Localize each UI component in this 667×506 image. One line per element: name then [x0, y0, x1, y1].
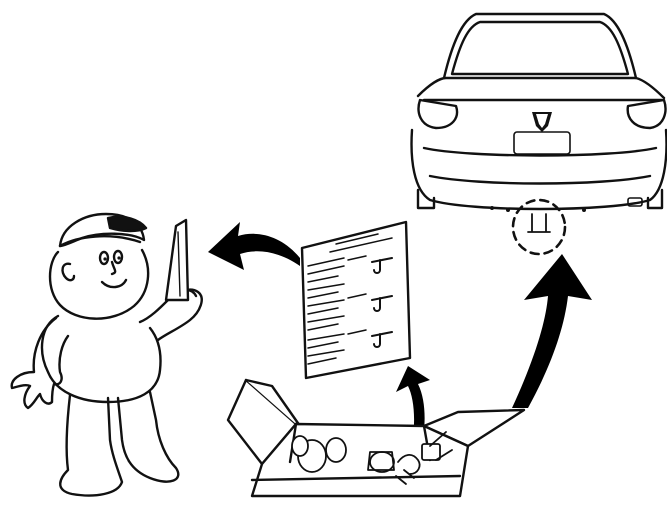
- sheet-towbar-icon-3: [371, 331, 393, 348]
- car-bumper-line: [422, 146, 658, 157]
- sheet-towbar-icon-1: [371, 257, 393, 274]
- car-rear: [410, 12, 667, 256]
- mechanic-right-pupil: [117, 256, 121, 260]
- socket-part: [291, 435, 309, 457]
- sheet-towbar-icon-2: [371, 295, 393, 312]
- car-rear-window: [442, 12, 638, 80]
- cable-part: [429, 431, 453, 461]
- tow-ball-cap: [325, 437, 347, 463]
- car-bumper-lower-line: [428, 174, 652, 185]
- mechanic-right-leg: [116, 390, 180, 483]
- nut-part: [367, 451, 395, 471]
- mechanic-left-arm: [10, 316, 70, 410]
- car-trunk: [416, 76, 666, 100]
- mechanic-right-arm: [138, 288, 203, 342]
- car-plate-recess: [513, 131, 571, 155]
- car-reflector: [627, 197, 643, 207]
- car-left-taillight: [417, 98, 459, 130]
- mechanic-nose: [110, 260, 117, 276]
- car-left-wheel: [416, 188, 436, 210]
- mechanic-figure: [10, 212, 203, 497]
- sheet-text-lines: [307, 233, 393, 365]
- parts-box: [226, 378, 526, 498]
- car-sensor: [582, 208, 586, 212]
- car-bumper: [410, 128, 667, 211]
- mechanic-paper-fold: [177, 231, 181, 297]
- screw-part: [395, 469, 415, 485]
- towbar-location-circle: [511, 198, 567, 256]
- car-sensor: [506, 208, 510, 212]
- mechanic-cap-brim: [106, 215, 148, 233]
- mechanic-mouth: [100, 278, 128, 289]
- car-sensor: [490, 206, 494, 210]
- car-right-taillight: [626, 98, 667, 130]
- mechanic-head: [48, 248, 150, 320]
- box-parts: [291, 431, 453, 485]
- car-glass: [450, 20, 630, 76]
- mechanic-ear: [61, 262, 76, 282]
- arrow-sheet-to-mechanic: [208, 222, 300, 270]
- instruction-sheet: [300, 220, 412, 380]
- mechanic-right-eye: [112, 249, 124, 265]
- wire-part: [397, 454, 421, 475]
- car-right-wheel: [646, 188, 664, 210]
- mechanic-held-paper: [164, 218, 190, 302]
- mechanic-cap-band: [58, 235, 142, 248]
- arrow-box-to-car: [512, 254, 592, 408]
- connector-part: [421, 443, 441, 461]
- mechanic-left-pupil: [103, 257, 107, 261]
- mechanic-left-leg: [59, 393, 124, 497]
- bolt-part: [369, 451, 395, 473]
- mechanic-left-eye: [98, 250, 110, 266]
- towbar-mount-icon: [527, 213, 551, 233]
- mechanic-torso: [40, 314, 162, 404]
- box-front-edge: [250, 474, 462, 482]
